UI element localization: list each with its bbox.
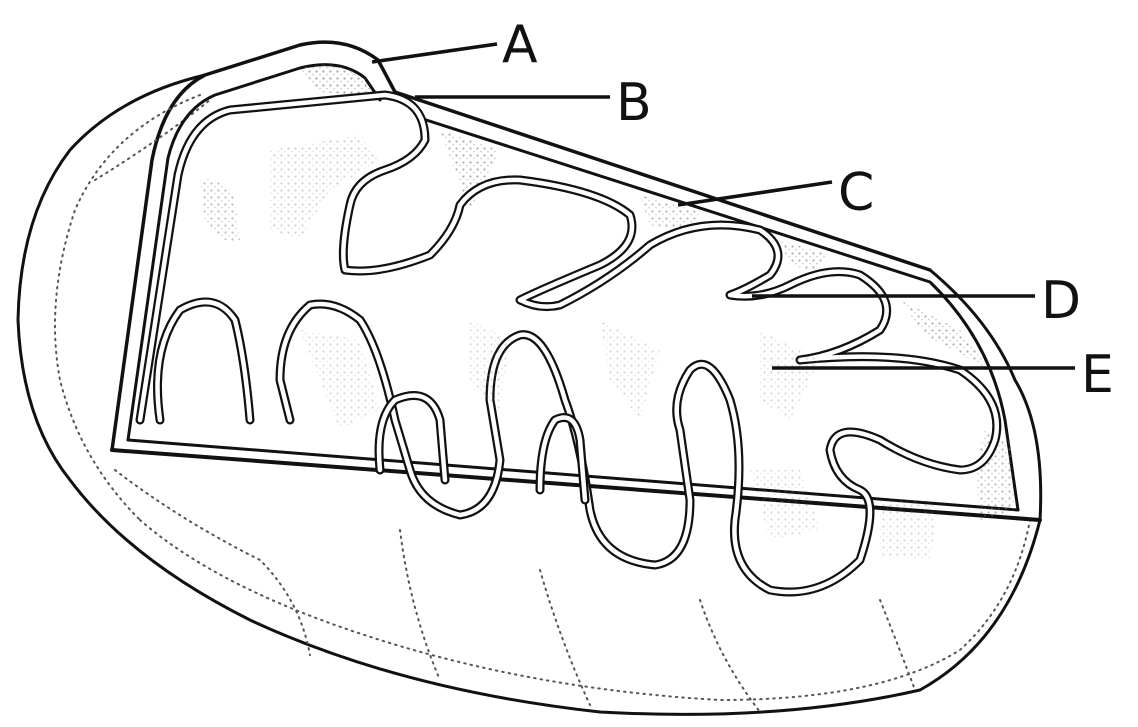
leader-line-a xyxy=(372,44,497,62)
label-e: E xyxy=(1081,345,1114,405)
label-d: D xyxy=(1041,271,1081,331)
label-c: C xyxy=(838,163,874,223)
leader-lines xyxy=(372,44,1075,368)
labels: A B C D E xyxy=(502,15,1114,405)
label-a: A xyxy=(502,15,538,75)
label-b: B xyxy=(616,73,652,133)
